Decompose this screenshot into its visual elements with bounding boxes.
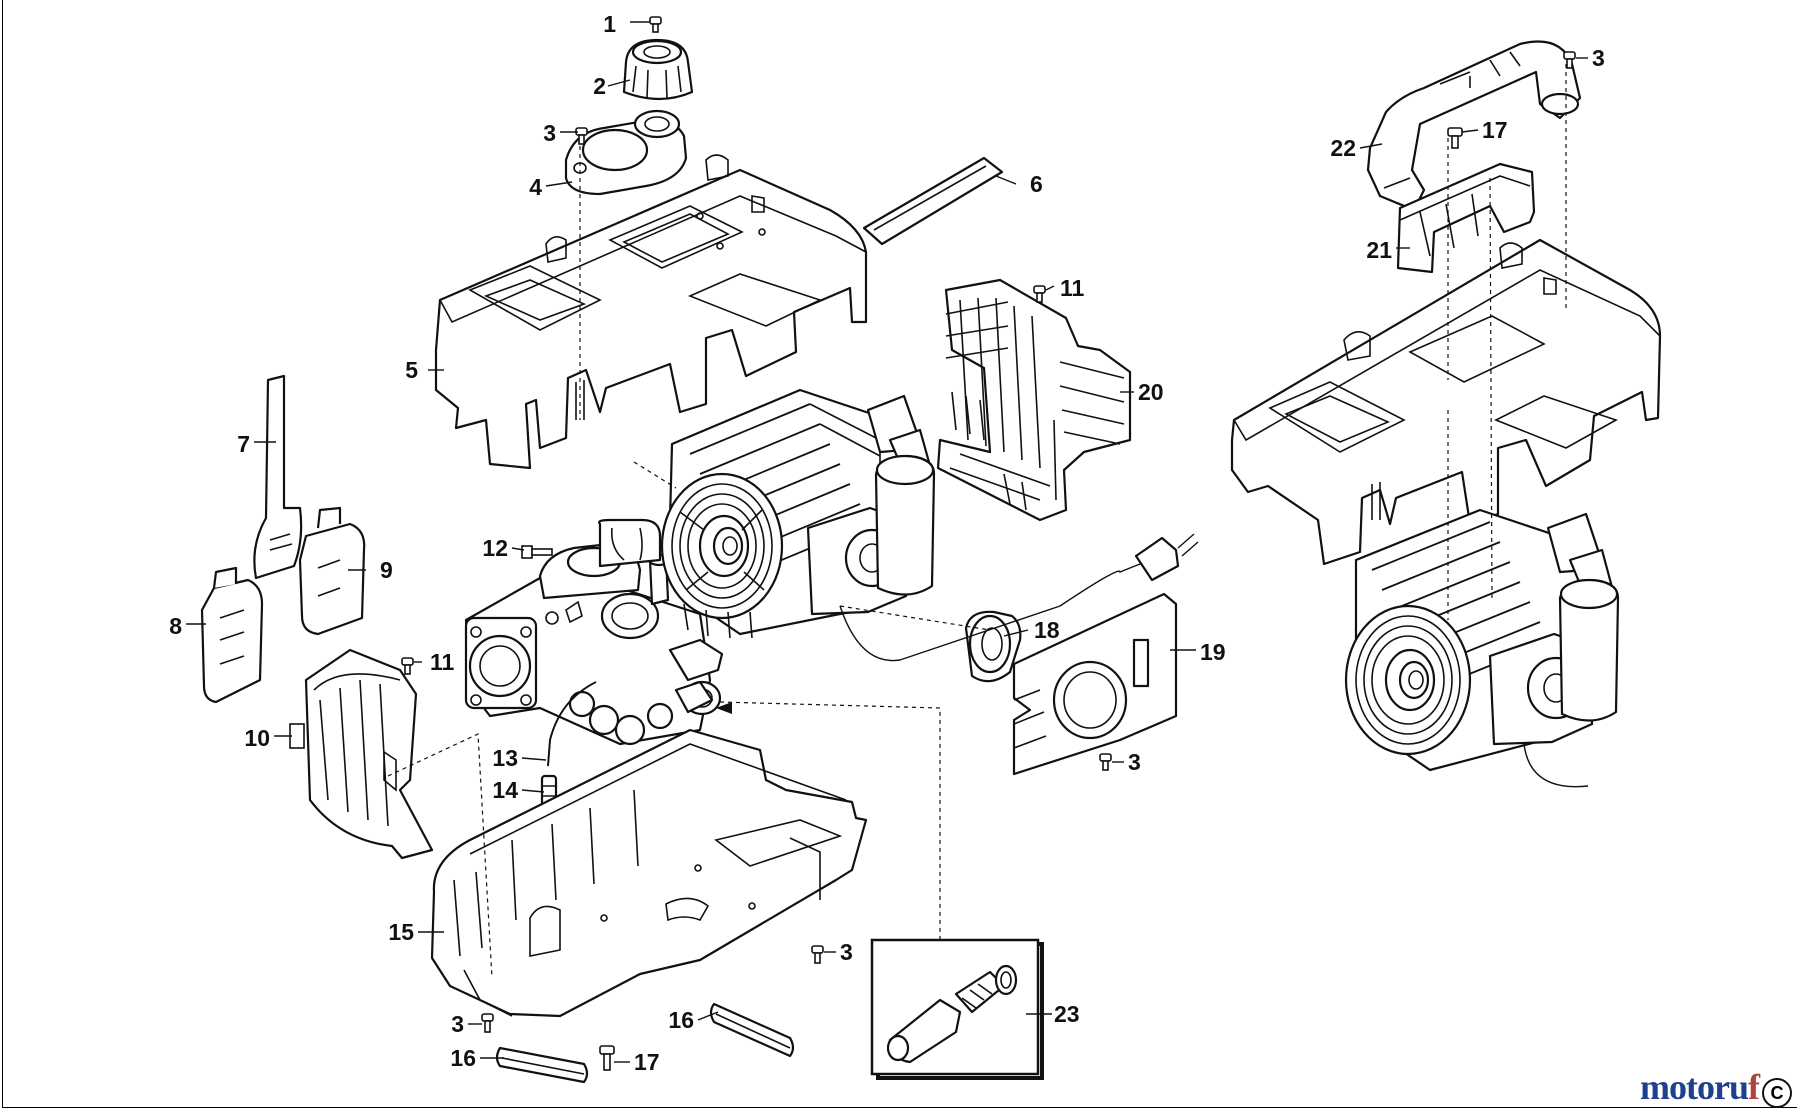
part-6-strip: [862, 156, 1004, 246]
callout-11-right: 11: [1060, 275, 1085, 301]
part-22-handle: [1366, 40, 1582, 212]
part-12-bolt: [521, 545, 553, 559]
screw-11-right: [1033, 285, 1046, 303]
callout-3-handle: 3: [1592, 45, 1605, 71]
callout-labels: 1 2 3 4 5 6 7 9 8 10 11 11 12 13 14 15 3…: [169, 11, 1605, 1075]
callout-22: 22: [1330, 135, 1356, 161]
callout-3-top: 3: [543, 120, 556, 146]
inlet-arrow-icon: [716, 702, 732, 714]
callout-12: 12: [482, 535, 508, 561]
leader-lines: [186, 21, 1588, 1063]
callout-23: 23: [1054, 1001, 1080, 1027]
part-19-front-panel: [1012, 592, 1178, 776]
part-1-screw: [649, 16, 662, 33]
assembly-guides: [387, 64, 1567, 979]
callout-9: 9: [380, 557, 393, 583]
part-2-knob: [622, 38, 694, 101]
callout-16-left: 16: [450, 1045, 476, 1071]
screw-3-bottom: [481, 1013, 494, 1033]
watermark-text-b: f: [1747, 1067, 1760, 1107]
top-housing-assembled: [1230, 238, 1662, 566]
callout-8: 8: [169, 613, 182, 639]
callout-21: 21: [1366, 237, 1392, 263]
part-18-grommet: [964, 610, 1022, 683]
part-16-foot-left: [495, 1046, 589, 1084]
callout-10: 10: [244, 725, 270, 751]
part-9-panel: [298, 506, 366, 636]
callout-13: 13: [492, 745, 518, 771]
callout-3-bottom: 3: [451, 1011, 464, 1037]
part-21-bracket: [1396, 162, 1536, 274]
part-20-grille-housing: [936, 278, 1132, 522]
screw-3-handle: [1563, 51, 1576, 69]
power-cord: [839, 533, 1199, 662]
watermark-text-a: motoru: [1640, 1067, 1749, 1107]
part-23-inset: [870, 938, 1044, 1080]
part-4-cover-cap: [564, 109, 688, 196]
callout-5: 5: [405, 357, 418, 383]
part-5-top-housing: [434, 154, 868, 470]
part-16-foot-right: [709, 1002, 795, 1058]
callout-15: 15: [388, 919, 414, 945]
callout-6: 6: [1030, 171, 1043, 197]
callout-2: 2: [593, 73, 606, 99]
callout-19: 19: [1200, 639, 1226, 665]
motor-assembly: [660, 388, 936, 639]
corner-mark: C: [1762, 1078, 1792, 1108]
callout-7: 7: [237, 431, 250, 457]
part-10-louver-cover: [289, 648, 434, 860]
part-8-panel: [200, 566, 264, 704]
screw-17-bottom: [599, 1045, 615, 1071]
watermark-logo: motoruf: [1640, 1066, 1760, 1108]
callout-3-panel: 3: [1128, 749, 1141, 775]
callout-16-right: 16: [668, 1007, 694, 1033]
callout-20: 20: [1138, 379, 1164, 405]
callout-4: 4: [529, 174, 542, 200]
callout-3-mid: 3: [840, 939, 853, 965]
callout-14: 14: [492, 777, 518, 803]
motor-assembled: [1344, 508, 1620, 788]
part-7-plate: [253, 374, 303, 580]
callout-1: 1: [603, 11, 616, 37]
callout-11-left: 11: [430, 649, 455, 675]
callout-18: 18: [1034, 617, 1060, 643]
callout-17-bottom: 17: [634, 1049, 660, 1075]
pump-assembly: [464, 518, 724, 812]
screw-17-handle: [1447, 127, 1463, 149]
screw-3-mid: [811, 945, 824, 964]
screw-11-left: [401, 657, 414, 675]
screw-3-panel: [1099, 753, 1112, 771]
part-15-base: [430, 728, 868, 1018]
callout-17-handle: 17: [1482, 117, 1508, 143]
